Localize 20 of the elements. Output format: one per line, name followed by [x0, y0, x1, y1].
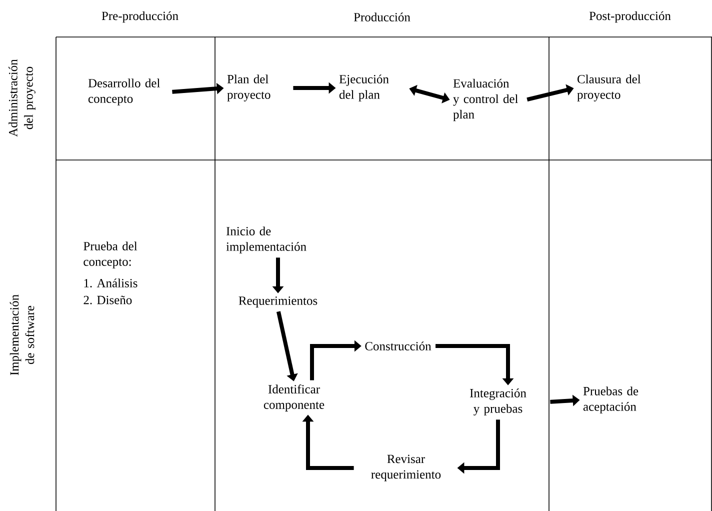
step-text: Inicio de implementación [226, 226, 306, 254]
step-text: Pruebas de aceptación [583, 386, 638, 414]
note-text: 1. Análisis [84, 278, 138, 288]
step-text: Desarrollo del concepto [88, 78, 160, 106]
step-text: Revisar requerimiento [371, 454, 441, 482]
column-header: Post-producción [589, 11, 671, 23]
step-text: Ejecución del plan [339, 74, 389, 102]
row-header: Implementación de software [10, 294, 34, 376]
step-text: Plan del proyecto [227, 74, 270, 102]
step-text: Integración y pruebas [470, 388, 526, 416]
note-text: Prueba del concepto: [84, 242, 138, 268]
column-header: Producción [354, 12, 410, 22]
step-text: Clausura del proyecto [577, 74, 641, 102]
step-text: Requerimientos [238, 296, 318, 308]
step-text: Construcción [365, 342, 432, 350]
step-text: Identificar componente [264, 384, 324, 412]
row-header: Administración del proyecto [8, 59, 36, 137]
note-text: 2. Diseño [84, 296, 132, 304]
step-text: Evaluación y control del plan [453, 78, 518, 122]
column-header: Pre-producción [102, 11, 178, 23]
